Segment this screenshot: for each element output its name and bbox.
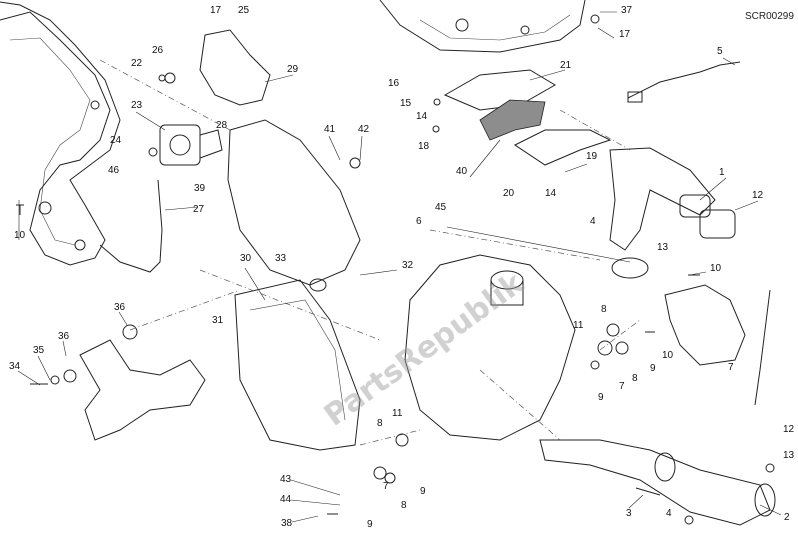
callout-23: 23 bbox=[131, 100, 143, 111]
muffler-body bbox=[227, 119, 576, 441]
heat-shield-21 bbox=[443, 69, 556, 111]
assembly-lines bbox=[99, 59, 641, 446]
callout-34: 34 bbox=[9, 361, 21, 372]
callout-1: 1 bbox=[719, 167, 725, 178]
callout-8c: 8 bbox=[377, 418, 383, 429]
callout-4: 4 bbox=[590, 216, 596, 227]
callout-36b: 36 bbox=[58, 331, 70, 342]
callout-8d: 8 bbox=[401, 500, 407, 511]
callout-22: 22 bbox=[131, 58, 143, 69]
valve-actuator-23 bbox=[159, 124, 223, 166]
callout-26: 26 bbox=[152, 45, 164, 56]
callout-37: 37 bbox=[621, 5, 633, 16]
callout-30: 30 bbox=[240, 253, 252, 264]
callout-9b: 9 bbox=[598, 392, 604, 403]
callout-17: 17 bbox=[210, 5, 222, 16]
callout-24: 24 bbox=[110, 135, 122, 146]
callout-12b: 12 bbox=[783, 424, 795, 435]
callout-35: 35 bbox=[33, 345, 45, 356]
silencer-heat-guard-30 bbox=[234, 279, 361, 451]
diagram-code: SCR00299 bbox=[745, 11, 794, 22]
leader-lines bbox=[17, 11, 782, 523]
callout-27: 27 bbox=[193, 204, 205, 215]
callout-12: 12 bbox=[752, 190, 764, 201]
footrest-bracket bbox=[79, 339, 206, 441]
frame-left bbox=[0, 1, 121, 266]
callout-44: 44 bbox=[280, 494, 292, 505]
callout-16: 16 bbox=[388, 78, 400, 89]
heat-shield-20 bbox=[514, 129, 612, 166]
heat-shield-40 bbox=[479, 99, 546, 141]
cable-27 bbox=[99, 179, 163, 273]
callout-25: 25 bbox=[238, 5, 250, 16]
callout-3: 3 bbox=[626, 508, 632, 519]
callout-13: 13 bbox=[657, 242, 669, 253]
callout-5: 5 bbox=[717, 46, 723, 57]
callout-14: 14 bbox=[416, 111, 428, 122]
callout-10b: 10 bbox=[710, 263, 722, 274]
callout-19: 19 bbox=[586, 151, 598, 162]
header-pipe-1 bbox=[609, 147, 736, 251]
callout-43: 43 bbox=[280, 474, 292, 485]
callout-21: 21 bbox=[560, 60, 572, 71]
frame-top bbox=[379, 0, 586, 53]
callout-7b: 7 bbox=[383, 481, 389, 492]
callout-38: 38 bbox=[281, 518, 293, 529]
callout-7c: 7 bbox=[728, 362, 734, 373]
callout-6: 6 bbox=[416, 216, 422, 227]
clamp-45 bbox=[611, 257, 649, 279]
oxygen-sensor-5 bbox=[627, 61, 741, 99]
callout-20: 20 bbox=[503, 188, 515, 199]
callout-9: 9 bbox=[650, 363, 656, 374]
callout-31: 31 bbox=[212, 315, 224, 326]
callout-42: 42 bbox=[358, 124, 370, 135]
watermark-text: PartsRepublik bbox=[318, 265, 531, 433]
callout-4b: 4 bbox=[666, 508, 672, 519]
callout-10: 10 bbox=[14, 230, 26, 241]
callout-39: 39 bbox=[194, 183, 206, 194]
callout-layer: 1 2 3 4 5 6 7 8 9 10 11 12 13 14 15 16 1… bbox=[9, 5, 795, 530]
callout-32: 32 bbox=[402, 260, 414, 271]
callout-15: 15 bbox=[400, 98, 412, 109]
callout-18: 18 bbox=[418, 141, 430, 152]
hardware-items bbox=[16, 14, 775, 525]
callout-13b: 13 bbox=[783, 450, 795, 461]
callout-28: 28 bbox=[216, 120, 228, 131]
callout-14b: 14 bbox=[545, 188, 557, 199]
callout-9c: 9 bbox=[420, 486, 426, 497]
callout-2: 2 bbox=[784, 512, 790, 523]
oxygen-sensor-right bbox=[754, 289, 771, 406]
callout-11: 11 bbox=[573, 320, 584, 331]
callout-9d: 9 bbox=[367, 519, 373, 530]
tail-pipe-2 bbox=[539, 439, 776, 526]
callout-10c: 10 bbox=[662, 350, 674, 361]
callout-41: 41 bbox=[324, 124, 336, 135]
callout-11b: 11 bbox=[392, 408, 403, 419]
callout-33: 33 bbox=[275, 253, 287, 264]
callout-40: 40 bbox=[456, 166, 468, 177]
clamp-33 bbox=[309, 278, 327, 292]
callout-29: 29 bbox=[287, 64, 299, 75]
callout-17b: 17 bbox=[619, 29, 631, 40]
bracket-right-10 bbox=[664, 284, 746, 366]
callout-8: 8 bbox=[632, 373, 638, 384]
callout-45: 45 bbox=[435, 202, 447, 213]
callout-46: 46 bbox=[108, 165, 120, 176]
callout-7: 7 bbox=[619, 381, 625, 392]
callout-36: 36 bbox=[114, 302, 126, 313]
heat-shield-29 bbox=[199, 29, 271, 106]
callout-8b: 8 bbox=[601, 304, 607, 315]
